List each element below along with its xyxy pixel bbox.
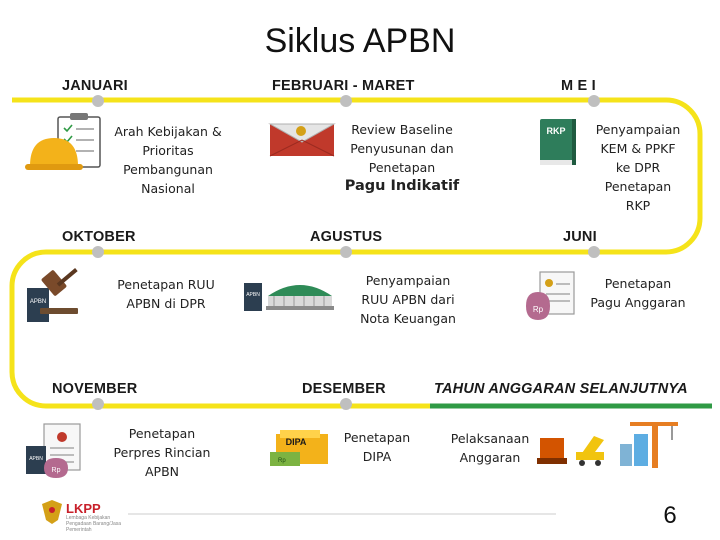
apbn-book-label-3: APBN [29,456,43,462]
marker-desember [340,398,352,410]
step-juni-text: Penetapan Pagu Anggaran [590,276,686,310]
rkp-book-icon: RKP [540,119,576,165]
document-moneybag-icon: Rp [526,271,575,320]
rkp-book-label: RKP [546,126,565,136]
month-tahun-anggaran-selanjutnya: TAHUN ANGGARAN SELANJUTNYA [434,381,688,397]
step-desember-text: Penetapan DIPA [343,430,411,464]
pagu-indikatif-label: Pagu Indikatif [344,178,460,194]
apbn-book-label-1: APBN [30,299,46,305]
parliament-book-icon: APBN [244,283,334,311]
lkpp-logo-text: LKPP [66,501,101,516]
rp-label-2: Rp [52,467,61,474]
marker-oktober [92,246,104,258]
rp-label-1: Rp [533,305,544,314]
marker-mei [588,95,600,107]
month-oktober: OKTOBER [62,229,136,245]
envelope-emblem-icon [268,123,336,157]
marker-agustus [340,246,352,258]
apbn-book-label-2: APBN [246,292,260,298]
step-agustus-text: Penyampaian RUU APBN dari Nota Keuangan [360,273,456,326]
marker-januari [92,95,104,107]
marker-februari-maret [340,95,352,107]
step-november-text: Penetapan Perpres Rincian APBN [113,426,211,479]
track-markers [92,95,600,410]
marker-juni [588,246,600,258]
step-tahun-anggaran-text: Pelaksanaan Anggaran [450,431,530,465]
lkpp-logo-subtitle: Lembaga Kebijakan Pengadaan Barang/Jasa … [66,515,122,533]
month-mei: M E I [561,78,596,94]
document-book-money-icon: APBN Rp [26,423,81,478]
clipboard-hardhat-icon [25,113,101,170]
page-number: 6 [663,502,677,529]
month-januari: JANUARI [62,78,128,94]
track-row-1 [12,97,703,218]
month-agustus: AGUSTUS [310,229,383,245]
construction-site-icon [537,422,678,468]
step-januari-text: Arah Kebijakan & Prioritas Pembangunan N… [114,124,222,196]
page-title: Siklus APBN [264,22,456,60]
gavel-book-icon: APBN [27,268,78,322]
step-februari-maret-text: Review Baseline Penyusunan dan Penetapan… [336,120,468,196]
dipa-folder-icon: DIPA Rp [270,430,328,466]
track-row-2 [9,217,703,409]
month-november: NOVEMBER [52,381,138,397]
lkpp-emblem-icon [42,500,62,524]
month-juni: JUNI [563,229,597,245]
rp-label-3: Rp [278,458,286,464]
marker-november [92,398,104,410]
dipa-folder-label: DIPA [286,437,307,447]
step-mei-text: Penyampaian KEM & PPKF ke DPR Penetapan … [595,122,681,213]
month-februari-maret: FEBRUARI - MARET [272,78,415,94]
month-desember: DESEMBER [302,381,386,397]
step-oktober-text: Penetapan RUU APBN di DPR [117,277,215,311]
